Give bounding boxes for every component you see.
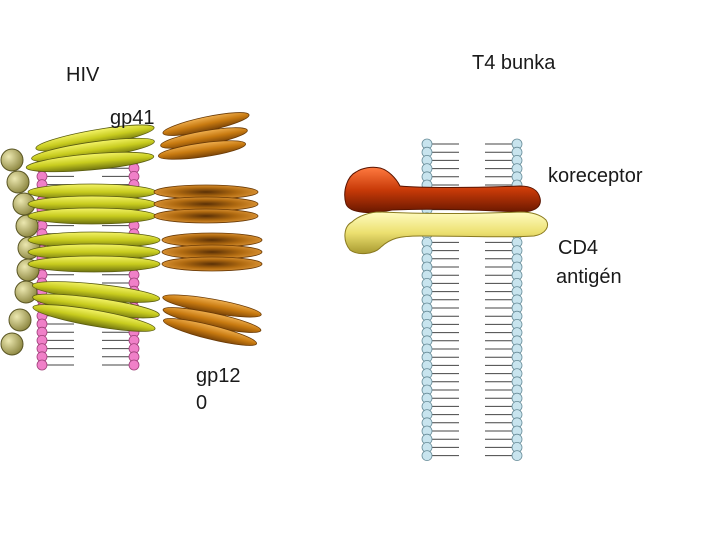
- gp120-helix: [153, 208, 259, 224]
- gp120-helix: [162, 318, 258, 346]
- cd4-label-line2: antigén: [556, 266, 622, 288]
- gp41-helices: [25, 124, 161, 332]
- capsid-bead: [0, 332, 24, 356]
- gp120-helix: [161, 256, 263, 272]
- virus-lipid-head: [128, 359, 140, 371]
- gp120-helices: [153, 112, 263, 346]
- gp120-helix: [158, 140, 246, 160]
- hiv-label: HIV: [66, 64, 100, 86]
- gp41-helix: [27, 207, 157, 225]
- gp120-label-line2: 0: [196, 392, 208, 414]
- gp120-label-line1: gp12: [196, 365, 241, 387]
- capsid-bead: [0, 148, 24, 172]
- gp41-helix: [27, 255, 161, 273]
- capsid-bead: [8, 308, 32, 332]
- virus-lipid-head: [36, 359, 48, 371]
- gp41-label: gp41: [110, 107, 155, 129]
- t4-cell-label: T4 bunka: [472, 52, 556, 74]
- capsid-bead: [6, 170, 30, 194]
- capsid-bead: [14, 280, 38, 304]
- cell-lipid-head: [511, 450, 523, 462]
- cd4-antigen-protein: [344, 211, 548, 255]
- cell-lipid-head: [421, 450, 433, 462]
- coreceptor-protein: [344, 166, 541, 213]
- gp41-helix: [32, 304, 156, 332]
- hiv-capsid-beads: [0, 148, 41, 356]
- gp41-helix: [25, 151, 155, 173]
- coreceptor-label: koreceptor: [548, 165, 643, 187]
- cd4-label-line1: CD4: [558, 237, 599, 259]
